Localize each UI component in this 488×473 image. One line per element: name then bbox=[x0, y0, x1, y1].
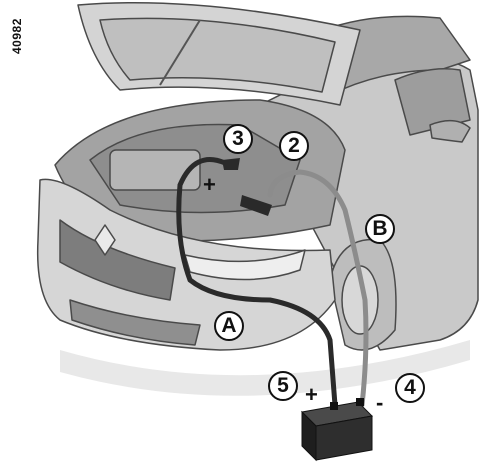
car-hood-strut bbox=[159, 19, 201, 86]
battery-terminal-positive bbox=[330, 402, 338, 410]
cable-b bbox=[267, 169, 369, 408]
callout-3: 3 bbox=[223, 124, 253, 154]
car bbox=[36, 2, 479, 396]
car-hood-inner bbox=[99, 17, 336, 93]
car-side-mirror bbox=[429, 119, 471, 143]
callout-2: 2 bbox=[279, 131, 309, 161]
car-logo bbox=[94, 224, 116, 256]
car-ground-shadow bbox=[60, 340, 470, 396]
callout-b: B bbox=[365, 214, 395, 244]
battery bbox=[300, 398, 374, 462]
cable-a bbox=[176, 157, 338, 408]
clamp-engine-positive bbox=[222, 158, 240, 170]
battery-terminal-negative bbox=[356, 398, 364, 406]
battery-negative-sign: - bbox=[376, 390, 384, 415]
car-side-window bbox=[394, 68, 471, 136]
callout-a: A bbox=[214, 311, 244, 341]
reference-id-label: 40982 bbox=[10, 18, 24, 54]
clamp-engine-negative bbox=[240, 195, 272, 216]
battery-positive-sign: + bbox=[305, 382, 318, 407]
engine-positive-sign: + bbox=[203, 172, 216, 197]
car-headlight bbox=[184, 249, 306, 281]
car-engine-cover bbox=[109, 149, 201, 191]
battery-side bbox=[315, 415, 373, 461]
callout-4: 4 bbox=[395, 373, 425, 403]
car-grille bbox=[59, 219, 176, 301]
callout-5: 5 bbox=[268, 371, 298, 401]
car-lower-intake bbox=[69, 299, 201, 346]
